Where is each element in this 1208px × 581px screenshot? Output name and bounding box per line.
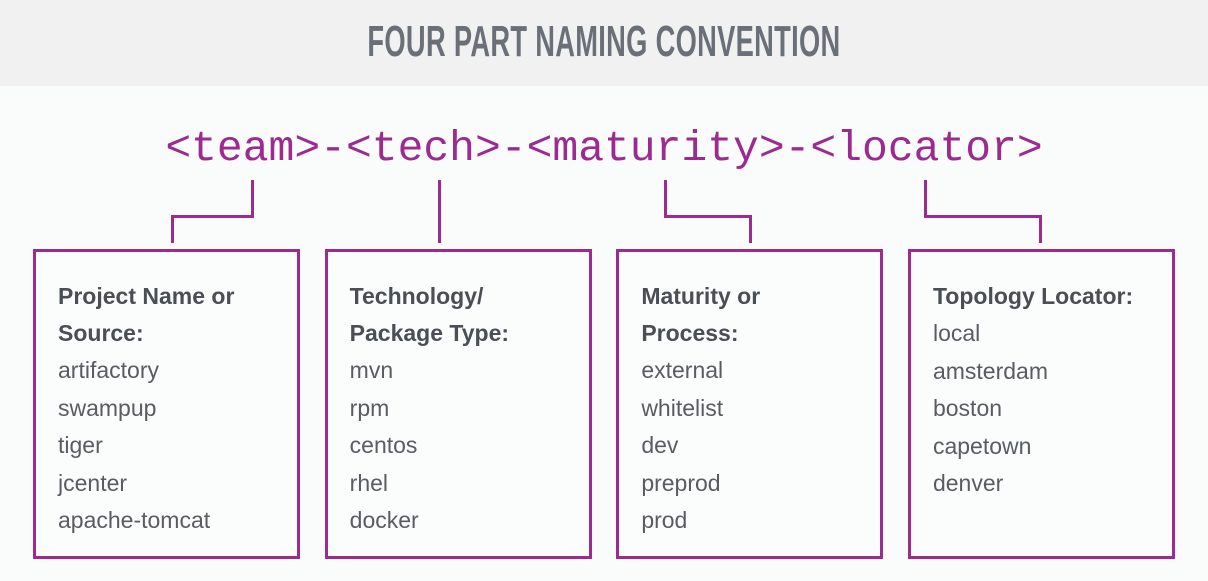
list-item: denver (932, 470, 1004, 496)
list-item: jcenter (58, 469, 128, 496)
list-item: apache-tomcat (58, 507, 211, 533)
list-item: prod (641, 507, 688, 533)
list-item: docker (349, 507, 419, 533)
category-heading: Maturity or Process: (641, 283, 761, 346)
connector-line-locator (924, 180, 1042, 243)
list-item: boston (932, 395, 1003, 421)
list-item: tiger (58, 432, 103, 458)
list-item: whitelist (641, 394, 724, 421)
category-heading: Topology Locator: (932, 283, 1134, 309)
category-item-list: mvn rpm centos rhel docker (350, 352, 589, 540)
category-box-project-name: Project Name or Source: artifactory swam… (33, 249, 300, 559)
category-item-list: artifactory swampup tiger jcenter apache… (58, 352, 297, 540)
list-item: centos (349, 432, 418, 458)
list-item: external (641, 357, 724, 383)
naming-pattern-text: <team>-<tech>-<maturity>-<locator> (165, 124, 1043, 173)
category-heading: Technology/ Package Type: (349, 283, 510, 346)
category-heading: Project Name or Source: (58, 283, 235, 346)
list-item: swampup (58, 394, 157, 421)
list-item: mvn (349, 357, 394, 383)
list-item: amsterdam (932, 357, 1049, 384)
list-item: dev (641, 432, 679, 458)
page-title: Four Part Naming Convention (367, 17, 841, 66)
list-item: local (932, 320, 981, 346)
list-item: capetown (932, 432, 1032, 459)
category-item-list: local amsterdam boston capetown denver (933, 315, 1172, 503)
category-item-list: external whitelist dev preprod prod (641, 352, 880, 540)
connector-line-maturity (664, 180, 752, 243)
category-box-technology: Technology/ Package Type: mvn rpm centos… (324, 249, 592, 559)
list-item: artifactory (58, 357, 159, 383)
list-item: rpm (349, 394, 390, 421)
category-boxes-row: Project Name or Source: artifactory swam… (33, 249, 1175, 559)
list-item: preprod (641, 469, 721, 496)
category-box-topology-locator: Topology Locator: local amsterdam boston… (907, 249, 1175, 559)
category-box-maturity: Maturity or Process: external whitelist … (616, 249, 884, 559)
connector-line-team (171, 180, 254, 243)
header-band (0, 0, 1208, 86)
list-item: rhel (349, 469, 389, 496)
